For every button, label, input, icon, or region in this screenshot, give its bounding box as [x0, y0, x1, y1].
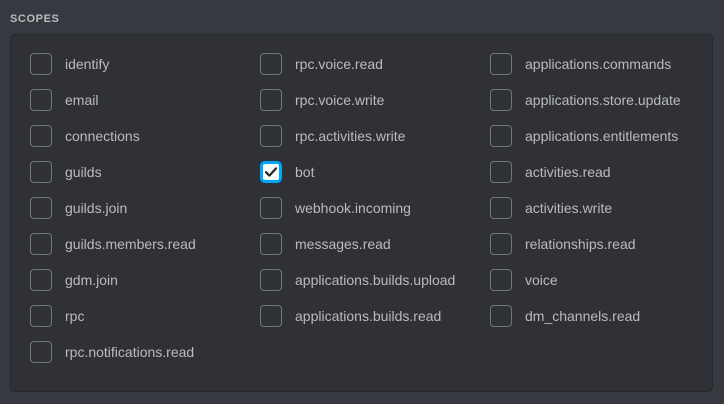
checkbox-unchecked-icon[interactable]: [30, 341, 52, 363]
scope-label: applications.store.update: [525, 92, 681, 108]
scope-label: guilds: [65, 164, 102, 180]
scopes-column-1: identify email connections guilds guilds.joi…: [30, 53, 260, 391]
checkbox-checked-icon[interactable]: [260, 161, 282, 183]
checkbox-unchecked-icon[interactable]: [260, 305, 282, 327]
checkbox-unchecked-icon[interactable]: [260, 233, 282, 255]
scope-row[interactable]: email: [30, 89, 260, 111]
scope-row[interactable]: guilds.join: [30, 197, 260, 219]
checkbox-unchecked-icon[interactable]: [260, 89, 282, 111]
checkbox-unchecked-icon[interactable]: [490, 233, 512, 255]
scope-label: bot: [295, 164, 315, 180]
scope-row[interactable]: rpc: [30, 305, 260, 327]
scope-label: activities.read: [525, 164, 611, 180]
checkbox-unchecked-icon[interactable]: [490, 125, 512, 147]
scope-label: guilds.members.read: [65, 236, 196, 252]
scope-label: applications.builds.read: [295, 308, 442, 324]
scope-row[interactable]: messages.read: [260, 233, 490, 255]
scope-row[interactable]: rpc.activities.write: [260, 125, 490, 147]
scope-label: identify: [65, 56, 110, 72]
scope-row[interactable]: applications.store.update: [490, 89, 712, 111]
scope-row[interactable]: relationships.read: [490, 233, 712, 255]
scopes-section-title: SCOPES: [10, 13, 60, 25]
scope-label: applications.commands: [525, 56, 672, 72]
scope-label: guilds.join: [65, 200, 128, 216]
scope-label: applications.builds.upload: [295, 272, 456, 288]
scope-row[interactable]: voice: [490, 269, 712, 291]
scope-label: activities.write: [525, 200, 613, 216]
checkbox-unchecked-icon[interactable]: [490, 269, 512, 291]
checkbox-unchecked-icon[interactable]: [490, 89, 512, 111]
scope-row[interactable]: connections: [30, 125, 260, 147]
checkbox-unchecked-icon[interactable]: [30, 197, 52, 219]
scope-row[interactable]: activities.write: [490, 197, 712, 219]
scope-label: gdm.join: [65, 272, 118, 288]
scopes-panel: identify email connections guilds guilds.joi…: [10, 34, 713, 392]
scopes-column-2: rpc.voice.read rpc.voice.write rpc.activit…: [260, 53, 490, 391]
scope-row[interactable]: rpc.voice.read: [260, 53, 490, 75]
scope-label: connections: [65, 128, 140, 144]
scope-row[interactable]: applications.entitlements: [490, 125, 712, 147]
scope-row[interactable]: guilds.members.read: [30, 233, 260, 255]
checkbox-unchecked-icon[interactable]: [490, 161, 512, 183]
checkbox-unchecked-icon[interactable]: [260, 269, 282, 291]
scope-label: applications.entitlements: [525, 128, 679, 144]
checkbox-unchecked-icon[interactable]: [490, 197, 512, 219]
scope-label: rpc.notifications.read: [65, 344, 195, 360]
checkbox-unchecked-icon[interactable]: [30, 125, 52, 147]
scopes-columns: identify email connections guilds guilds.joi…: [11, 35, 712, 391]
checkbox-unchecked-icon[interactable]: [30, 161, 52, 183]
scope-row[interactable]: dm_channels.read: [490, 305, 712, 327]
scope-row[interactable]: webhook.incoming: [260, 197, 490, 219]
checkbox-unchecked-icon[interactable]: [30, 305, 52, 327]
scope-label: dm_channels.read: [525, 308, 641, 324]
checkbox-unchecked-icon[interactable]: [260, 197, 282, 219]
scope-row[interactable]: gdm.join: [30, 269, 260, 291]
checkbox-unchecked-icon[interactable]: [30, 53, 52, 75]
checkbox-unchecked-icon[interactable]: [260, 125, 282, 147]
scope-label: messages.read: [295, 236, 391, 252]
checkbox-unchecked-icon[interactable]: [260, 53, 282, 75]
scope-row[interactable]: rpc.notifications.read: [30, 341, 260, 363]
scope-row[interactable]: guilds: [30, 161, 260, 183]
scope-label: voice: [525, 272, 558, 288]
scope-row[interactable]: rpc.voice.write: [260, 89, 490, 111]
scope-label: rpc.activities.write: [295, 128, 406, 144]
scope-label: rpc.voice.write: [295, 92, 385, 108]
scope-label: email: [65, 92, 99, 108]
scope-row[interactable]: bot: [260, 161, 490, 183]
scope-label: relationships.read: [525, 236, 636, 252]
scopes-column-3: applications.commands applications.store.…: [490, 53, 712, 391]
scope-row[interactable]: applications.builds.read: [260, 305, 490, 327]
checkbox-unchecked-icon[interactable]: [490, 53, 512, 75]
checkbox-unchecked-icon[interactable]: [30, 233, 52, 255]
scope-row[interactable]: identify: [30, 53, 260, 75]
checkbox-unchecked-icon[interactable]: [490, 305, 512, 327]
scope-row[interactable]: applications.builds.upload: [260, 269, 490, 291]
check-icon: [263, 164, 279, 180]
scope-row[interactable]: applications.commands: [490, 53, 712, 75]
scope-label: webhook.incoming: [295, 200, 411, 216]
checkbox-unchecked-icon[interactable]: [30, 89, 52, 111]
checkbox-unchecked-icon[interactable]: [30, 269, 52, 291]
scope-label: rpc.voice.read: [295, 56, 383, 72]
scope-label: rpc: [65, 308, 85, 324]
scope-row[interactable]: activities.read: [490, 161, 712, 183]
